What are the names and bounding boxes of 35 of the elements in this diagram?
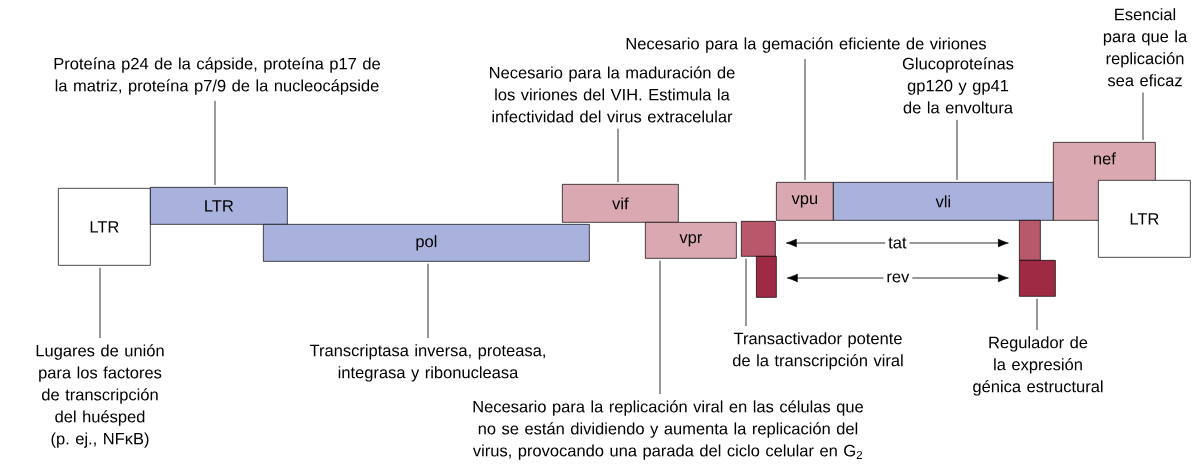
exon-box <box>1019 220 1041 261</box>
leader-line <box>745 258 747 327</box>
leader-line <box>956 119 958 181</box>
edge-label: tat <box>885 234 910 252</box>
leader-line <box>1142 92 1144 141</box>
gene-box: vli <box>833 182 1054 221</box>
gene-box: vpu <box>776 182 834 221</box>
double-arrow <box>785 238 1009 248</box>
leader-line <box>99 267 101 339</box>
annotation-text: Esencial para que la replicación sea eficaz <box>1103 8 1188 87</box>
annotation-text: Transactivador potente de la transcripción viral <box>732 332 903 370</box>
annotation-text: Necesario para la gemación eficiente de viriones <box>626 37 986 53</box>
annotation-text: Proteína p24 de la cápside, proteína p17 de la matriz, proteína p7/9 de la nucleocápside <box>54 57 380 95</box>
leader-line <box>214 100 216 186</box>
leader-line <box>617 128 619 183</box>
exon-box <box>756 256 777 298</box>
exon-box <box>741 221 776 257</box>
leader-line <box>659 260 661 395</box>
ltr-box: LTR <box>58 188 151 266</box>
gene-box: LTR <box>150 187 288 225</box>
leader-line <box>427 263 429 339</box>
ltr-box: LTR <box>1098 180 1191 258</box>
annotation-text: Transcriptasa inversa, proteasa, integrasa y ribonucleasa <box>309 344 545 382</box>
annotation-text: Lugares de unión para los factores de transcripción del huésped (p. ej., NFκB) <box>36 344 164 448</box>
gene-box: vpr <box>645 222 737 259</box>
leader-line <box>1036 298 1038 331</box>
leader-line <box>804 58 806 181</box>
annotation-text: Necesario para la replicación viral en las células que no se están dividiendo y aumenta la replicación del virus, provocando una parada del ciclo celular en G$_{2}$ <box>472 400 863 460</box>
double-arrow <box>786 273 1009 283</box>
edge-label: rev <box>883 270 913 286</box>
gene-box: vif <box>562 184 679 223</box>
exon-box <box>1019 260 1056 297</box>
annotation-text: Glucoproteínas gp120 y gp41 de la envoltura <box>902 57 1014 114</box>
annotation-text: Necesario para la maduración de los viriones del VIH. Estimula la infectividad del virus extracelular <box>490 66 735 123</box>
annotation-text: Regulador de la expresión génica estructural <box>973 336 1103 396</box>
